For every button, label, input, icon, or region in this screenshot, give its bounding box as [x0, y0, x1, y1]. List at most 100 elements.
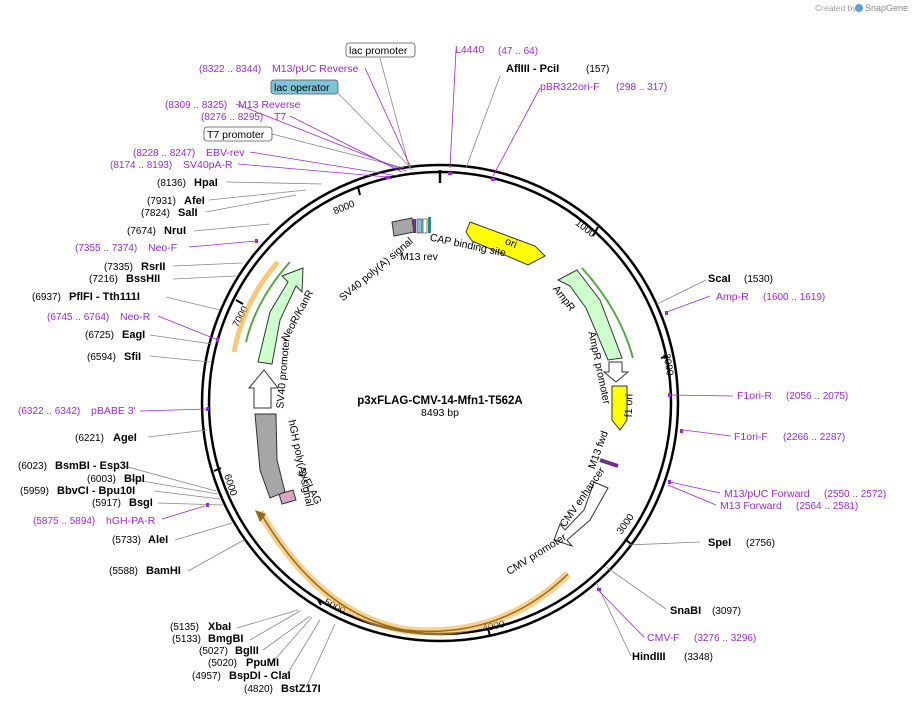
enzyme-rsrii-pos: (7335) — [104, 262, 133, 273]
enzyme-snabi-pos: (3097) — [712, 606, 741, 617]
primer-f1ori-f-pos: (2266 .. 2287) — [783, 432, 845, 443]
primer-hgh-pa-r-pos: (5875 .. 5894) — [33, 516, 95, 527]
enzyme-snabi: SnaBI — [670, 605, 701, 617]
enzyme-scai: ScaI — [708, 273, 731, 285]
primer-t7: T7 — [274, 111, 286, 123]
enzyme-bstz17i-pos: (4820) — [244, 684, 273, 695]
ruler-8000: 8000 — [332, 199, 357, 218]
box-lac-promoter — [345, 42, 416, 58]
feature-sv40-promoter — [247, 369, 280, 409]
snapgene-brand: SnapGene — [865, 3, 908, 13]
enzyme-sali-pos: (7824) — [141, 208, 170, 219]
enzyme-bbvci-pos: (5959) — [20, 486, 49, 497]
primer-l4440: L4440 — [455, 44, 484, 56]
enzyme-hpai-pos: (8136) — [157, 178, 186, 189]
enzyme-bmgbi-pos: (5133) — [172, 634, 201, 645]
enzyme-ppumi: PpuMI — [246, 657, 279, 669]
enzyme-eagi: EagI — [122, 329, 145, 341]
feature-cap-block — [428, 217, 431, 233]
primer-m13-reverse: M13 Reverse — [238, 99, 301, 111]
feature-neor — [257, 267, 304, 365]
enzyme-alei-pos: (5733) — [112, 535, 141, 546]
feature-neor-cds-line — [245, 261, 291, 343]
enzyme-eagi-pos: (6725) — [85, 330, 114, 341]
primer-neo-f-pos: (7355 .. 7374) — [75, 243, 137, 254]
primer-m13-puc-reverse: M13/pUC Reverse — [272, 63, 359, 75]
enzyme-spei-pos: (2756) — [746, 538, 775, 549]
primer-amp-r: Amp-R — [716, 291, 749, 303]
enzyme-sali: SalI — [178, 207, 198, 219]
primer-m13-reverse-pos: (8309 .. 8325) — [165, 100, 227, 111]
primer-m13-puc-reverse-pos: (8322 .. 8344) — [199, 64, 261, 75]
plasmid-length: 8493 bp — [421, 407, 459, 419]
ruler-2000: 2000 — [660, 353, 675, 377]
feature-ampr-promoter — [602, 361, 630, 383]
primer-pbabe-3-pos: (6322 .. 6342) — [18, 406, 80, 417]
enzyme-aflIII-pos: (157) — [586, 64, 609, 75]
enzyme-blpi-pos: (6003) — [87, 474, 116, 485]
feature-f1-ori — [611, 385, 628, 431]
feature-sv40-polya-label: SV40 poly(A) signal — [337, 235, 415, 303]
plasmid-name: p3xFLAG-CMV-14-Mfn1-T562A — [357, 395, 523, 407]
enzyme-leader-lines — [123, 57, 707, 689]
enzyme-bglii-pos: (5027) — [199, 646, 228, 657]
feature-cmv-promoter-label: CMV promoter — [504, 531, 569, 578]
feature-orf-arrowhead — [255, 510, 266, 522]
ruler-3000: 3000 — [615, 512, 637, 537]
backbone-outer — [200, 163, 680, 643]
feature-f1-ori-label: f1 ori — [623, 394, 636, 418]
feature-m13-rev-label: M13 rev — [400, 251, 439, 263]
primer-pbr322ori-f-pos: (298 .. 317) — [616, 82, 667, 93]
feature-cmv — [553, 481, 609, 548]
enzyme-bstz17i: BstZ17I — [281, 683, 321, 695]
feature-neor-orf — [231, 260, 280, 353]
enzyme-bsgi-pos: (5917) — [92, 498, 121, 509]
primer-pbr322ori-f: pBR322ori-F — [540, 81, 600, 93]
primer-sv40pa-r-pos: (8174 .. 8193) — [110, 160, 172, 171]
enzyme-bmgbi: BmgBI — [208, 633, 243, 645]
primer-neo-r: Neo-R — [120, 311, 151, 323]
enzyme-bspdi-clai: BspDI - ClaI — [229, 670, 291, 682]
enzyme-aflIII-pciI: AflIII - PciI — [506, 63, 559, 75]
primer-neo-r-pos: (6745 .. 6764) — [47, 312, 109, 323]
enzyme-ppumi-pos: (5020) — [208, 658, 237, 669]
primer-amp-r-pos: (1600 .. 1619) — [763, 292, 825, 303]
primer-m13-puc-forward: M13/pUC Forward — [724, 488, 810, 500]
features: ori AmpR AmpR promoter f1 ori M13 fwd CM… — [231, 217, 636, 636]
enzyme-nrui: NruI — [164, 225, 186, 237]
box-lac-promoter-label: lac promoter — [349, 45, 408, 57]
box-t7-promoter — [203, 126, 273, 142]
enzyme-bsshii: BssHII — [126, 273, 160, 285]
primer-neo-f: Neo-F — [148, 242, 177, 254]
feature-lac-operator-block — [416, 218, 423, 234]
primer-t7-pos: (8276 .. 8295) — [201, 112, 263, 123]
enzyme-labels: AflIII - PciI (157) ScaI (1530) SpeI (27… — [18, 63, 775, 695]
enzyme-hpai: HpaI — [194, 177, 218, 189]
enzyme-bsmbi-pos: (6023) — [18, 461, 47, 472]
primer-pbabe-3: pBABE 3' — [91, 405, 136, 417]
primer-cmv-f: CMV-F — [647, 632, 680, 644]
feature-orf — [256, 509, 571, 636]
enzyme-pflfi-tth111i: PflFI - Tth111I — [69, 291, 140, 303]
primer-m13-forward-pos: (2564 .. 2581) — [796, 501, 858, 512]
primer-labels: L4440 (47 .. 64) pBR322ori-F (298 .. 317… — [18, 44, 886, 644]
feature-m13-fwd — [599, 458, 619, 468]
primer-f1ori-f: F1ori-F — [734, 431, 768, 443]
enzyme-alei: AleI — [148, 534, 168, 546]
enzyme-bbvci-bpu10i: BbvCI - Bpu10I — [57, 485, 135, 497]
feature-lac-promoter-block — [422, 218, 428, 234]
primer-leader-lines — [139, 49, 734, 638]
enzyme-xbai: XbaI — [208, 621, 231, 633]
enzyme-sfii: SfiI — [124, 351, 141, 363]
primer-m13-puc-forward-pos: (2550 .. 2572) — [824, 489, 886, 500]
enzyme-scai-pos: (1530) — [744, 274, 773, 285]
feature-ori-label: ori — [503, 235, 518, 250]
primer-marks — [206, 172, 683, 591]
feature-orf-line — [259, 511, 569, 633]
enzyme-bamhi-pos: (5588) — [109, 566, 138, 577]
enzyme-hindiii-pos: (3348) — [684, 652, 713, 663]
enzyme-bsgi: BsgI — [129, 497, 153, 509]
primer-ebv-rev-pos: (8228 .. 8247) — [133, 148, 195, 159]
enzyme-afei: AfeI — [184, 195, 205, 207]
